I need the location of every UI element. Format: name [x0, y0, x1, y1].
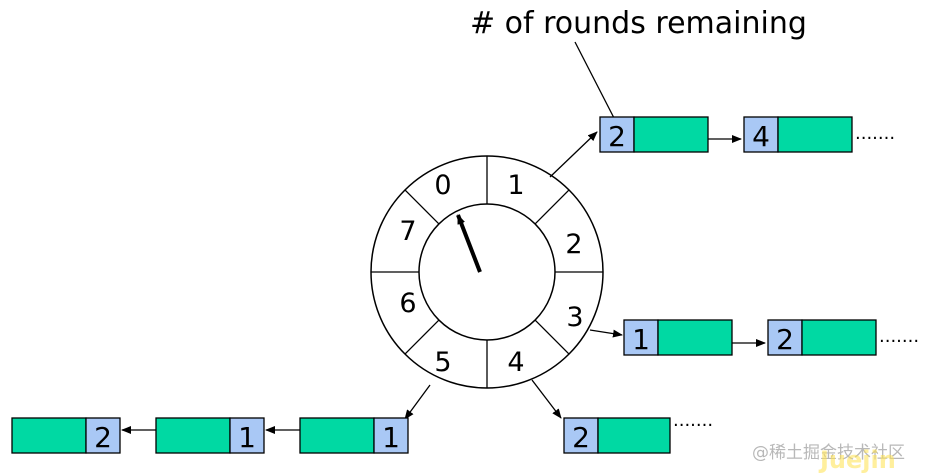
arrow-slot4-to-list — [531, 379, 562, 419]
payload-cell — [11, 417, 87, 454]
payload-cell — [155, 417, 231, 454]
bucket-list-slot-1: 2 4 ······· — [599, 116, 895, 153]
round-cell — [599, 116, 635, 153]
round-count: 4 — [752, 120, 770, 153]
round-cell — [229, 417, 265, 454]
continuation-dots: ······· — [855, 128, 895, 149]
bucket-list-slot-4: 2 ······· — [563, 415, 713, 454]
list-node: 1 — [299, 417, 409, 454]
list-node: 2 — [563, 417, 671, 454]
timing-wheel: 0 1 2 3 4 5 6 7 — [370, 155, 604, 389]
list-node: 4 — [743, 116, 853, 153]
wheel-spoke — [404, 189, 440, 225]
round-count: 1 — [632, 323, 650, 356]
list-node: 1 — [623, 319, 733, 356]
slot-label-4: 4 — [507, 347, 524, 378]
bucket-list-slot-3: 1 2 ······· — [623, 319, 919, 356]
arrow-slot5-to-list — [404, 384, 431, 420]
continuation-dots: ······· — [673, 415, 713, 436]
wheel-spokes — [371, 156, 603, 388]
wheel-spoke — [534, 189, 570, 225]
continuation-dots: ······· — [879, 331, 919, 352]
arrow-slot1-to-list — [549, 131, 598, 178]
list-node: 2 — [599, 116, 709, 153]
slot-label-3: 3 — [566, 302, 583, 333]
watermark-brand: Juejin — [818, 446, 896, 474]
round-count: 2 — [572, 421, 590, 454]
payload-cell — [801, 319, 877, 356]
list-node: 1 — [155, 417, 265, 454]
round-cell — [373, 417, 409, 454]
watermark-text: @稀土掘金技术社区 — [752, 443, 905, 463]
arrow-slot3-to-list — [589, 329, 623, 338]
slot-label-5: 5 — [434, 347, 451, 378]
round-cell — [767, 319, 803, 356]
wheel-inner-ring — [418, 203, 556, 341]
round-cell — [85, 417, 121, 454]
round-cell — [743, 116, 779, 153]
payload-cell — [633, 116, 709, 153]
slot-label-7: 7 — [399, 216, 416, 247]
round-cell — [623, 319, 659, 356]
wheel-spoke — [534, 319, 570, 355]
round-count: 2 — [94, 421, 112, 454]
payload-cell — [657, 319, 733, 356]
annotation-pointer-line — [574, 41, 615, 119]
bucket-list-slot-5: 1 1 2 — [11, 417, 409, 454]
list-node: 2 — [767, 319, 877, 356]
wheel-slot-labels: 0 1 2 3 4 5 6 7 — [399, 170, 583, 378]
wheel-pointer-arrow — [456, 214, 482, 273]
wheel-spoke — [404, 319, 440, 355]
slot-label-2: 2 — [565, 229, 582, 260]
payload-cell — [299, 417, 375, 454]
slot-label-1: 1 — [507, 170, 524, 201]
slot-label-6: 6 — [399, 288, 416, 319]
payload-cell — [777, 116, 853, 153]
round-count: 1 — [238, 421, 256, 454]
rounds-remaining-label: # of rounds remaining — [470, 6, 807, 41]
round-count: 1 — [382, 421, 400, 454]
list-node: 2 — [11, 417, 121, 454]
round-count: 2 — [776, 323, 794, 356]
round-count: 2 — [608, 120, 626, 153]
payload-cell — [597, 417, 671, 454]
slot-label-0: 0 — [434, 170, 451, 201]
